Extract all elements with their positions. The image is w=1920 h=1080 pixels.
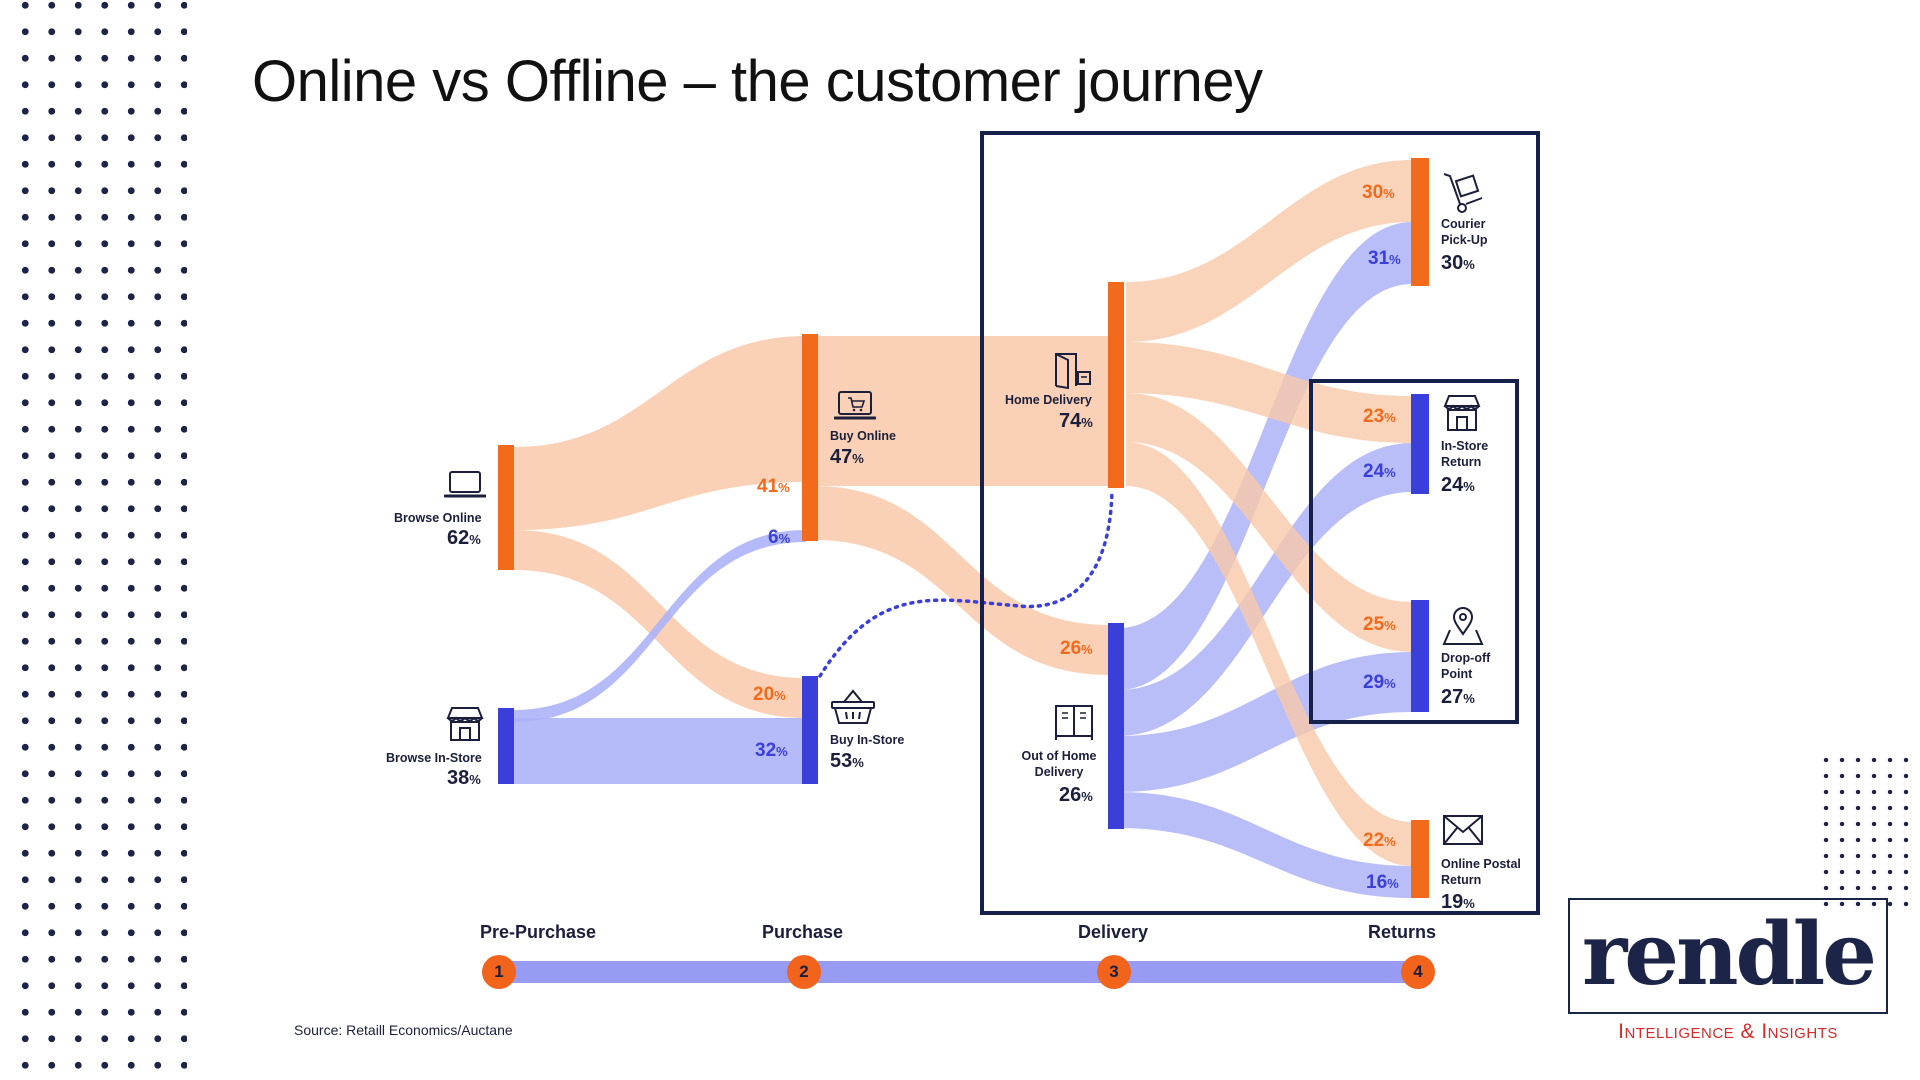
bar-browse-instore [498, 708, 514, 784]
node-value-buy-instore: 53% [830, 750, 864, 772]
decorative-dot-pattern-left [12, 0, 187, 1080]
stage-number-3: 3 [1097, 955, 1131, 989]
flow-home-delivery-to-courier [1126, 160, 1412, 342]
node-value-courier: 30% [1441, 252, 1475, 274]
node-value-buy-online: 47% [830, 446, 864, 468]
locker-icon [1055, 705, 1093, 740]
flow-label-browse-online-buy-online: 41% [757, 476, 790, 497]
flow-label-browse-instore-buy-instore: 32% [755, 740, 788, 761]
node-label-instore-return: In-Store Return [1441, 439, 1489, 469]
flow-label-courier-online: 30% [1362, 182, 1395, 203]
flow-browse-instore-to-buy-online [514, 530, 806, 722]
stage-label-delivery: Delivery [1078, 922, 1149, 942]
stage-number-2: 2 [787, 955, 821, 989]
sankey-flows [514, 160, 1412, 898]
flow-browse-online-to-buy-online [514, 336, 806, 530]
flow-out-of-home-to-dropoff [1118, 652, 1412, 792]
flow-buy-online-to-out-of-home [814, 486, 1110, 675]
bar-out-of-home [1108, 623, 1124, 829]
hand-truck-icon [1443, 173, 1483, 213]
flow-label-browse-online-buy-instore: 20% [753, 684, 786, 705]
page-title: Online vs Offline – the customer journey [252, 49, 1263, 114]
flow-browse-instore-to-buy-instore [514, 718, 806, 784]
basket-icon [831, 689, 875, 724]
flow-label-online-to-out-of-home: 26% [1060, 638, 1093, 659]
source-note: Source: Retaill Economics/Auctane [294, 1022, 513, 1038]
stage-number-1: 1 [482, 955, 516, 989]
node-label-courier: Courier Pick-Up [1441, 217, 1488, 247]
node-label-buy-instore: Buy In-Store [830, 733, 905, 747]
stage-label-returns: Returns [1368, 922, 1437, 942]
flow-label-instore-online: 23% [1363, 406, 1396, 427]
instore-dropoff-highlight-box [1309, 379, 1519, 724]
node-value-postal: 19% [1441, 891, 1475, 913]
flow-out-of-home-to-instore-return [1118, 443, 1412, 736]
node-label-out-of-home: Out of Home Delivery [1021, 749, 1097, 779]
bar-dropoff [1411, 600, 1429, 712]
journey-timeline-bar [496, 961, 1420, 983]
node-label-browse-online: Browse Online [394, 511, 482, 525]
flow-label-postal-offline: 16% [1366, 872, 1399, 893]
flow-label-dropoff-online: 25% [1363, 614, 1396, 635]
dotted-connector-buy-instore [818, 488, 1114, 678]
flow-buy-online-to-home-delivery [814, 336, 1110, 486]
stage-label-purchase: Purchase [762, 922, 844, 942]
node-value-browse-instore: 38% [447, 767, 481, 789]
node-label-browse-instore: Browse In-Store [386, 751, 482, 765]
node-value-dropoff: 27% [1441, 686, 1475, 708]
logo-frame [1568, 898, 1888, 1014]
stage-label-pre-purchase: Pre-Purchase [480, 922, 597, 942]
bar-postal [1411, 820, 1429, 898]
sankey-node-bars [498, 158, 1429, 898]
bar-home-delivery [1108, 282, 1124, 488]
store-icon [1443, 395, 1481, 431]
flow-home-delivery-to-instore-return [1126, 342, 1412, 443]
rendle-logo: rendle [1581, 904, 1877, 1005]
flow-label-browse-instore-buy-online: 6% [768, 527, 791, 548]
laptop-icon [444, 471, 486, 498]
node-value-out-of-home: 26% [1059, 784, 1093, 806]
stage-number-4: 4 [1401, 955, 1435, 989]
node-label-postal: Online Postal Return [1441, 857, 1521, 887]
bar-buy-online [802, 334, 818, 541]
node-value-browse-online: 62% [447, 527, 481, 549]
node-label-buy-online: Buy Online [830, 429, 896, 443]
bar-browse-online [498, 445, 514, 570]
envelope-icon [1443, 815, 1483, 845]
bar-courier [1411, 158, 1429, 286]
flow-out-of-home-to-postal [1118, 792, 1412, 898]
bar-buy-instore [802, 676, 818, 784]
flow-label-instore-offline: 24% [1363, 461, 1396, 482]
flow-label-dropoff-offline: 29% [1363, 672, 1396, 693]
map-pin-icon [1442, 607, 1484, 645]
bar-instore-return [1411, 394, 1429, 494]
store-icon [446, 707, 484, 741]
flow-out-of-home-to-courier [1118, 222, 1412, 690]
flow-label-courier-offline: 31% [1368, 248, 1401, 269]
laptop-cart-icon [834, 391, 876, 420]
flow-home-delivery-to-dropoff [1126, 393, 1412, 652]
decorative-dot-pattern-right [1818, 752, 1918, 912]
flow-label-postal-online: 22% [1363, 830, 1396, 851]
node-label-home-delivery: Home Delivery [1005, 393, 1092, 407]
flow-home-delivery-to-postal [1126, 442, 1412, 866]
delivery-returns-highlight-box [980, 131, 1540, 915]
door-icon [1055, 353, 1091, 390]
logo-tagline: Intelligence & Insights [1618, 1020, 1838, 1043]
node-value-home-delivery: 74% [1059, 410, 1093, 432]
node-value-instore-return: 24% [1441, 474, 1475, 496]
node-label-dropoff: Drop-off Point [1441, 651, 1491, 681]
